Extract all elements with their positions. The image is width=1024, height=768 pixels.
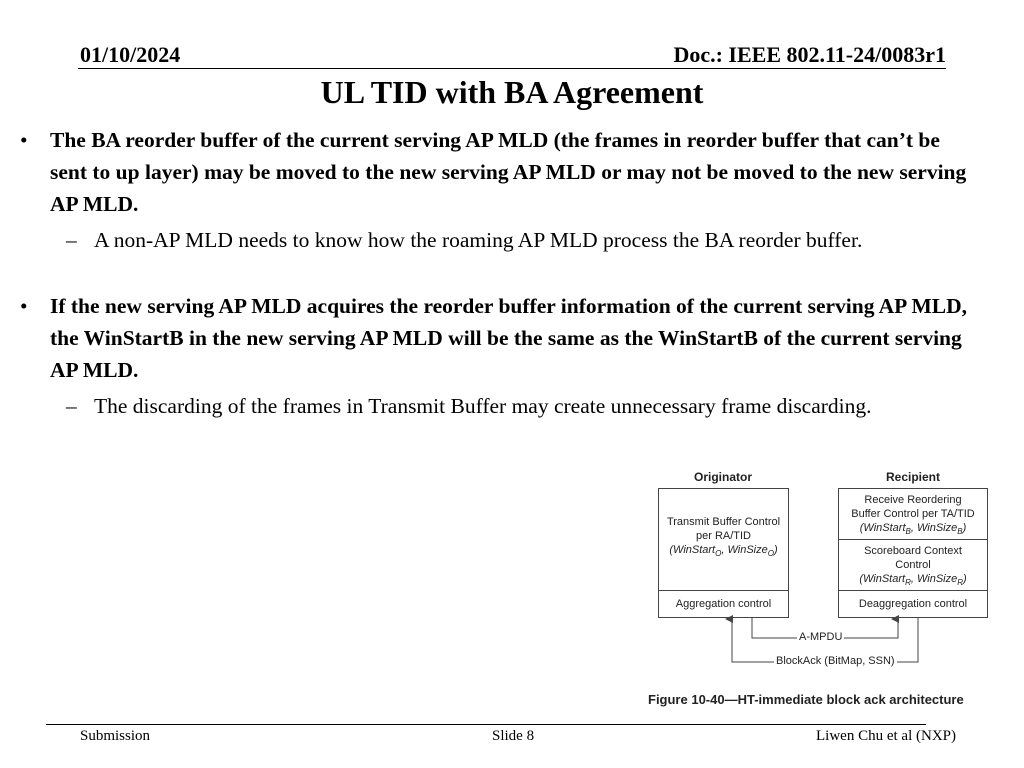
recipient-top-vars: (WinStartB, WinSizeB)	[859, 522, 967, 537]
figure-caption: Figure 10-40—HT-immediate block ack arch…	[648, 692, 964, 707]
recipient-mid-line2: Control	[895, 559, 931, 571]
footer-submission: Submission	[80, 728, 151, 744]
recipient-box: Receive Reordering Buffer Control per TA…	[838, 488, 988, 618]
footer-author: Liwen Chu et al (NXP)	[816, 728, 956, 744]
sub-bullet-1-text: A non-AP MLD needs to know how the roami…	[94, 228, 863, 252]
recipient-mid-vars: (WinStartR, WinSizeR)	[859, 573, 967, 588]
recipient-mid-line1: Scoreboard Context	[864, 545, 962, 557]
aggregation-control-cell: Aggregation control	[675, 598, 772, 610]
originator-box: Transmit Buffer Control per RA/TID (WinS…	[658, 488, 789, 618]
ampdu-label: A-MPDU	[797, 631, 845, 643]
header-date: 01/10/2024	[80, 42, 181, 67]
sub-bullet-1: – A non-AP MLD needs to know how the roa…	[66, 224, 974, 256]
recipient-label: Recipient	[885, 470, 940, 484]
originator-top-vars: (WinStartO, WinSizeO)	[669, 544, 778, 559]
bullet-2: • If the new serving AP MLD acquires the…	[20, 290, 980, 386]
header-divider	[78, 68, 946, 69]
sub-bullet-2: – The discarding of the frames in Transm…	[66, 390, 974, 422]
bullet-marker: •	[20, 294, 28, 318]
originator-label: Originator	[693, 470, 752, 484]
blockack-label: BlockAck (BitMap, SSN)	[774, 655, 897, 667]
bullet-1-text: The BA reorder buffer of the current ser…	[50, 128, 967, 216]
sub-bullet-marker: –	[66, 394, 77, 418]
transmit-buffer-control-cell: Transmit Buffer Control per RA/TID (WinS…	[659, 489, 788, 591]
slide-title: UL TID with BA Agreement	[320, 74, 704, 110]
originator-top-line2: per RA/TID	[695, 530, 751, 542]
bullet-1: • The BA reorder buffer of the current s…	[20, 124, 980, 220]
header-doc-id: Doc.: IEEE 802.11-24/0083r1	[673, 42, 946, 67]
block-ack-architecture-figure: Originator Recipient Transmit Buffer Con…	[640, 462, 1024, 722]
sub-bullet-2-text: The discarding of the frames in Transmit…	[94, 394, 872, 418]
bullet-2-text: If the new serving AP MLD acquires the r…	[50, 294, 968, 382]
recipient-top-line1: Receive Reordering	[864, 494, 962, 506]
deaggregation-control-cell: Deaggregation control	[858, 598, 968, 610]
footer-divider	[46, 724, 926, 725]
originator-top-line1: Transmit Buffer Control	[666, 516, 781, 528]
receive-reordering-cell: Receive Reordering Buffer Control per TA…	[839, 489, 987, 540]
bullet-marker: •	[20, 128, 28, 152]
footer-slide-number: Slide 8	[492, 728, 535, 744]
scoreboard-context-cell: Scoreboard Context Control (WinStartR, W…	[839, 540, 987, 591]
sub-bullet-marker: –	[66, 228, 77, 252]
recipient-top-line2: Buffer Control per TA/TID	[851, 508, 975, 520]
